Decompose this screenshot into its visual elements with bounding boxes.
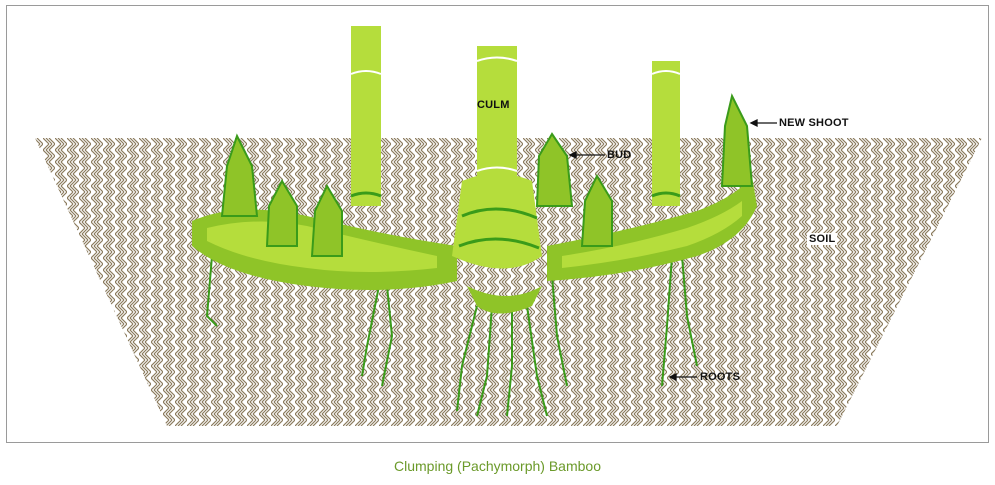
label-new-shoot: NEW SHOOT [779,117,849,129]
diagram-frame: CULM BUD NEW SHOOT SOIL ROOTS [6,5,989,443]
label-soil: SOIL [807,233,837,245]
label-roots: ROOTS [700,371,740,383]
label-bud: BUD [607,149,631,161]
label-culm: CULM [477,99,510,111]
caption: Clumping (Pachymorph) Bamboo [0,458,995,474]
culm-right [652,61,680,206]
culm-left [351,26,381,206]
bamboo-diagram [7,6,989,443]
